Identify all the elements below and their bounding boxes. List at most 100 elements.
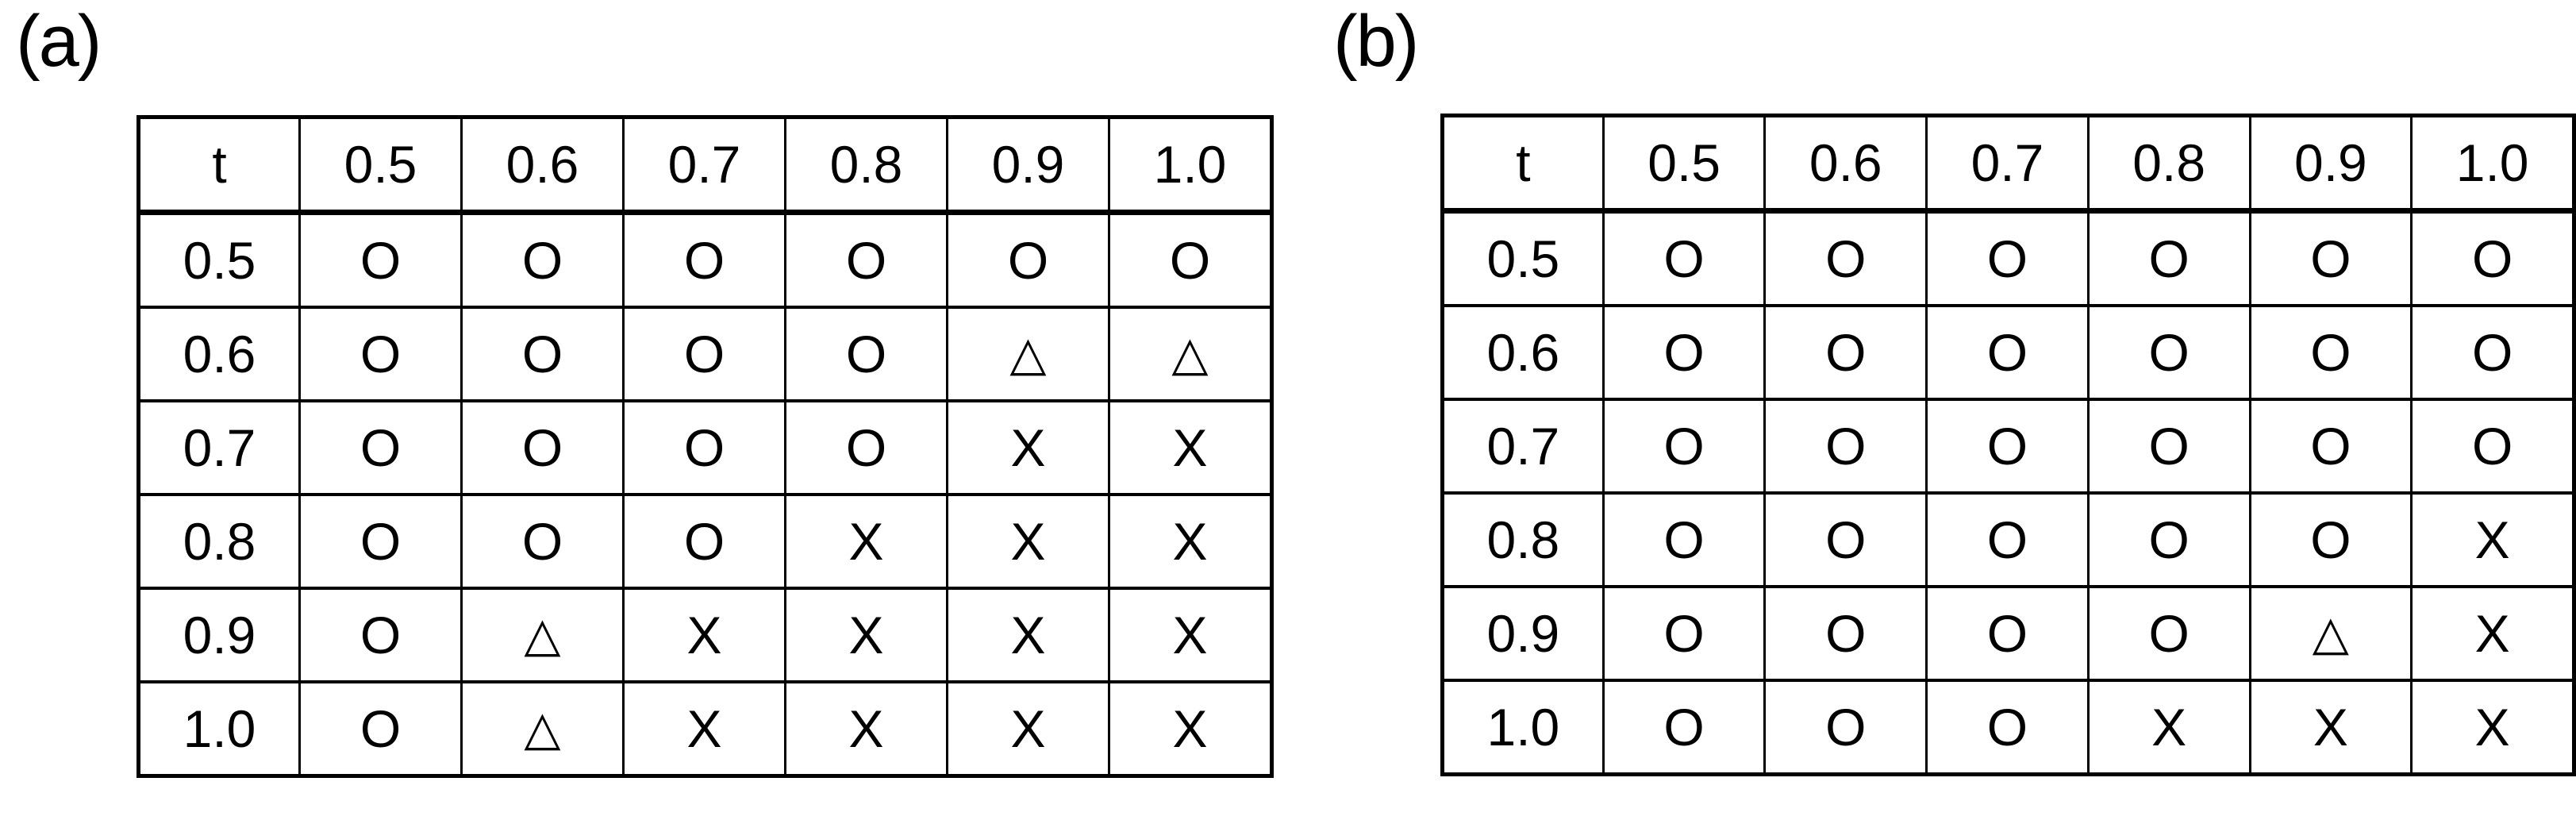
symbol-cell: O — [2248, 209, 2413, 307]
symbol-cell: X — [2248, 679, 2413, 776]
symbol-cell: X — [946, 587, 1110, 683]
symbol-cell: O — [1763, 304, 1928, 401]
symbol-cell: O — [1925, 398, 2090, 495]
column-header-cell: 1.0 — [2410, 114, 2575, 214]
symbol-cell: O — [1925, 209, 2090, 307]
symbol-cell: O — [2410, 398, 2575, 495]
symbol-cell: X — [946, 399, 1110, 496]
symbol-cell: O — [622, 399, 786, 496]
symbol-cell: O — [622, 210, 786, 309]
symbol-cell: O — [460, 493, 625, 590]
symbol-cell: X — [946, 493, 1110, 590]
panel-label-b: (b) — [1333, 1, 1419, 82]
column-header-cell: 0.8 — [2086, 114, 2251, 214]
symbol-cell: O — [1601, 398, 1767, 495]
symbol-cell: O — [1925, 585, 2090, 682]
symbol-cell: X — [784, 493, 948, 590]
symbol-cell: O — [298, 399, 463, 496]
symbol-cell: X — [622, 587, 786, 683]
symbol-cell: O — [784, 210, 948, 309]
symbol-cell: O — [2248, 398, 2413, 495]
symbol-cell: O — [1601, 679, 1767, 776]
column-header-cell: 1.0 — [1108, 115, 1273, 215]
corner-header-cell: t — [137, 115, 301, 215]
symbol-cell: X — [1108, 587, 1273, 683]
symbol-cell: O — [1763, 491, 1928, 588]
row-header-cell: 0.9 — [137, 587, 301, 683]
symbol-cell: O — [2410, 209, 2575, 307]
column-header-cell: 0.6 — [1763, 114, 1928, 214]
row-header-cell: 0.9 — [1441, 585, 1605, 682]
symbol-cell: O — [2086, 585, 2251, 682]
row-header-cell: 1.0 — [137, 680, 301, 778]
column-header-cell: 0.8 — [784, 115, 948, 215]
symbol-cell: O — [1601, 209, 1767, 307]
symbol-cell: O — [1763, 398, 1928, 495]
symbol-cell: O — [1108, 210, 1273, 309]
row-header-cell: 0.7 — [137, 399, 301, 496]
symbol-cell: O — [784, 306, 948, 402]
symbol-cell: X — [784, 680, 948, 778]
symbol-cell: O — [622, 306, 786, 402]
symbol-cell: △ — [1108, 306, 1273, 402]
symbol-cell: X — [1108, 493, 1273, 590]
symbol-cell: O — [2086, 304, 2251, 401]
column-header-cell: 0.9 — [946, 115, 1110, 215]
panel-label-a: (a) — [16, 1, 102, 82]
symbol-cell: X — [784, 587, 948, 683]
symbol-cell: O — [1925, 304, 2090, 401]
symbol-cell: O — [1601, 491, 1767, 588]
symbol-cell: △ — [946, 306, 1110, 402]
symbol-cell: O — [1601, 585, 1767, 682]
symbol-cell: O — [1763, 585, 1928, 682]
symbol-cell: X — [2410, 491, 2575, 588]
row-header-cell: 0.5 — [137, 210, 301, 309]
symbol-cell: O — [2086, 398, 2251, 495]
symbol-cell: O — [2248, 304, 2413, 401]
symbol-cell: O — [1763, 209, 1928, 307]
symbol-cell: O — [2410, 304, 2575, 401]
symbol-cell: O — [460, 399, 625, 496]
row-header-cell: 0.7 — [1441, 398, 1605, 495]
symbol-cell: X — [1108, 680, 1273, 778]
symbol-cell: X — [2410, 679, 2575, 776]
symbol-cell: O — [298, 680, 463, 778]
symbol-cell: O — [784, 399, 948, 496]
column-header-cell: 0.7 — [622, 115, 786, 215]
symbol-cell: O — [298, 587, 463, 683]
row-header-cell: 0.8 — [137, 493, 301, 590]
symbol-cell: O — [946, 210, 1110, 309]
column-header-cell: 0.6 — [460, 115, 625, 215]
symbol-cell: O — [1925, 679, 2090, 776]
column-header-cell: 0.9 — [2248, 114, 2413, 214]
symbol-cell: O — [460, 210, 625, 309]
symbol-cell: O — [2086, 209, 2251, 307]
column-header-cell: 0.5 — [298, 115, 463, 215]
row-header-cell: 0.6 — [137, 306, 301, 402]
symbol-cell: △ — [2248, 585, 2413, 682]
symbol-cell: O — [460, 306, 625, 402]
corner-header-cell: t — [1441, 114, 1605, 214]
row-header-cell: 0.8 — [1441, 491, 1605, 588]
row-header-cell: 0.5 — [1441, 209, 1605, 307]
symbol-cell: O — [1925, 491, 2090, 588]
symbol-cell: O — [622, 493, 786, 590]
symbol-cell: X — [622, 680, 786, 778]
symbol-cell: O — [2248, 491, 2413, 588]
symbol-cell: O — [2086, 491, 2251, 588]
